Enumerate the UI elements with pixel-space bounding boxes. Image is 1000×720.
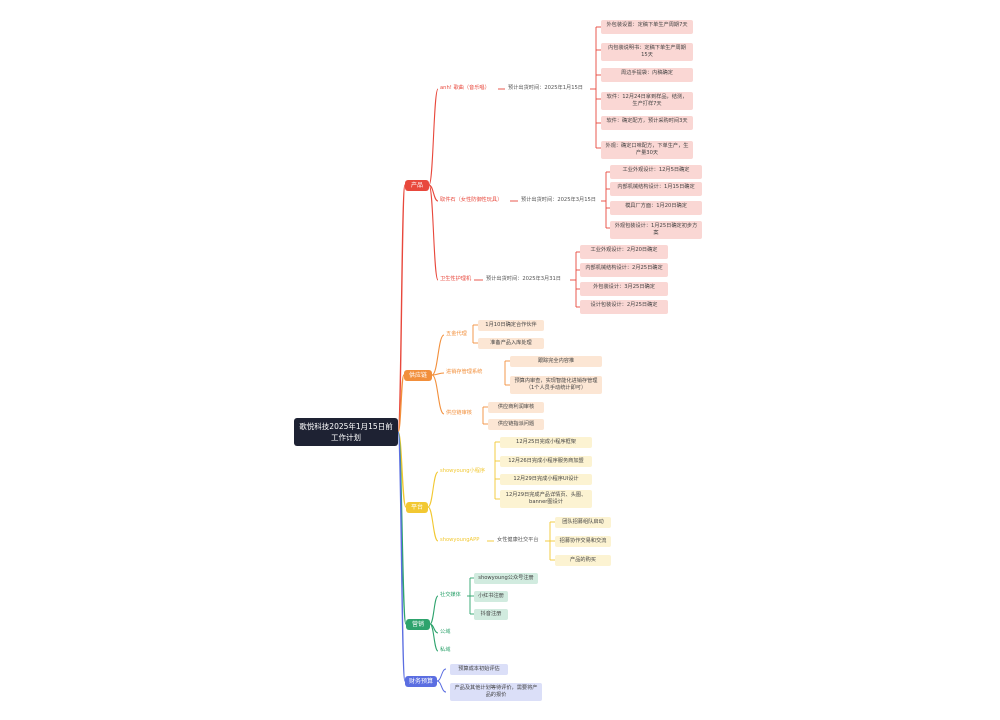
product-leaf[interactable]: 外观包装设计：1月25日确定初步方案 [610,221,702,239]
platform-relay[interactable]: 女性健康社交平台 [497,537,539,543]
platform-group-0[interactable]: showyoung小程序 [440,468,486,474]
platform-leaf[interactable]: 12月29日完成小程序UI设计 [500,474,592,485]
marketing-leaf[interactable]: showyoung公众号注册 [474,573,538,584]
product-leaf[interactable]: 周边手提袋：内稿确定 [601,68,693,82]
product-node-0[interactable]: anh! 歌曲（音乐唱） [440,85,490,91]
product-node-1[interactable]: 取件石（女性防御性玩具） [440,197,503,203]
supply-group-line [431,374,445,415]
product-line [428,88,439,186]
product-relay-0[interactable]: 预计出货时间：2025年1月15日 [508,85,583,91]
product-leaf[interactable]: 设计包装设计：2月25日确定 [580,300,668,314]
platform-leaf[interactable]: 产品的购买 [555,555,611,566]
product-relay-2[interactable]: 预计出货时间：2025年3月31日 [486,276,561,282]
platform-group-line [427,471,439,508]
platform-leaf[interactable]: 12月26日完成小程序服务商加盟 [500,456,592,467]
marketing-group-1[interactable]: 公域 [440,629,451,635]
branch-supply[interactable]: 供应链 [404,369,432,381]
product-leaf[interactable]: 模具厂方面：1月20日确定 [610,201,702,215]
platform-leaf[interactable]: 12月29日完成产品详情页、头图、banner图设计 [500,490,592,508]
platform-group-1[interactable]: showyoungAPP [440,537,480,543]
product-leaf[interactable]: 工业外观设计：2月20日确定 [580,245,668,259]
platform-leaf[interactable]: 团队招募组队启动 [555,517,611,528]
product-leaf[interactable]: 软件：确定配方，预计采购时间3天 [601,116,693,130]
finance-leaf-line [436,680,447,693]
product-leaf[interactable]: 外观：确定口味配方，下单生产，生产量30天 [601,141,693,159]
supply-group-line [431,334,445,376]
marketing-group-line [429,595,439,625]
product-leaf[interactable]: 内部机械结构设计：2月25日确定 [580,263,668,277]
supply-leaf[interactable]: 1月10日确定合作伙伴 [478,320,544,331]
branch-product[interactable]: 产品 [405,179,429,191]
product-leaf[interactable]: 内包装说明书：定稿下单生产周期15天 [601,43,693,61]
product-leaf[interactable]: 外包装设计：3月25日确定 [580,282,668,296]
marketing-leaf[interactable]: 抖音注册 [474,609,508,620]
supply-leaf[interactable]: 供应链指派问题 [488,419,544,430]
product-line [428,184,439,281]
product-leaf[interactable]: 外包装设置：定稿下单生产周期7天 [601,20,693,34]
branch-platform[interactable]: 平台 [406,501,428,513]
supply-group-2[interactable]: 供应链审核 [446,410,472,416]
supply-leaf[interactable]: 准备产品入库处理 [478,338,544,349]
root-to-finance-line [397,431,406,682]
platform-leaf[interactable]: 招募协作交易和交流 [555,536,611,547]
product-line [428,184,439,202]
product-leaf[interactable]: 工业外观设计：12月5日确定 [610,165,702,179]
product-leaf[interactable]: 软件：12月24日拿到样品，结测，生产打样7天 [601,92,693,110]
supply-leaf[interactable]: 跟踪完全内容推 [510,356,602,367]
platform-leaf[interactable]: 12月25日完成小程序框架 [500,437,592,448]
marketing-group-0[interactable]: 社交媒体 [440,592,461,598]
product-relay-1[interactable]: 预计出货时间：2025年3月15日 [521,197,596,203]
platform-group-line [427,506,439,542]
marketing-group-2[interactable]: 私域 [440,647,451,653]
root-to-product-line [397,184,406,433]
supply-leaf[interactable]: 供应商利润审核 [488,402,544,413]
supply-leaf[interactable]: 预算内审查，实现智能化进销存管理（1个人员手动统计即可） [510,376,602,394]
root-to-supply-line [397,374,405,433]
branch-finance[interactable]: 财务预算 [405,675,437,687]
supply-group-line [431,372,445,376]
supply-group-1[interactable]: 进销存管理系统 [446,369,483,375]
branch-marketing[interactable]: 营销 [406,618,430,630]
product-leaf[interactable]: 内部机械结构设计：1月15日确定 [610,182,702,196]
finance-leaf[interactable]: 预算成本初始评估 [450,664,508,675]
supply-group-0[interactable]: 五金代理 [446,331,467,337]
finance-leaf[interactable]: 产品及其他计划等待评价，需要将产品的报价 [450,683,542,701]
marketing-group-line [429,623,439,652]
root-node[interactable]: 歌悦科技2025年1月15日前工作计划 [294,418,398,446]
finance-leaf-line [436,668,447,682]
marketing-leaf[interactable]: 小红书注册 [474,591,508,602]
product-node-2[interactable]: 卫生性护理机 [440,276,472,282]
